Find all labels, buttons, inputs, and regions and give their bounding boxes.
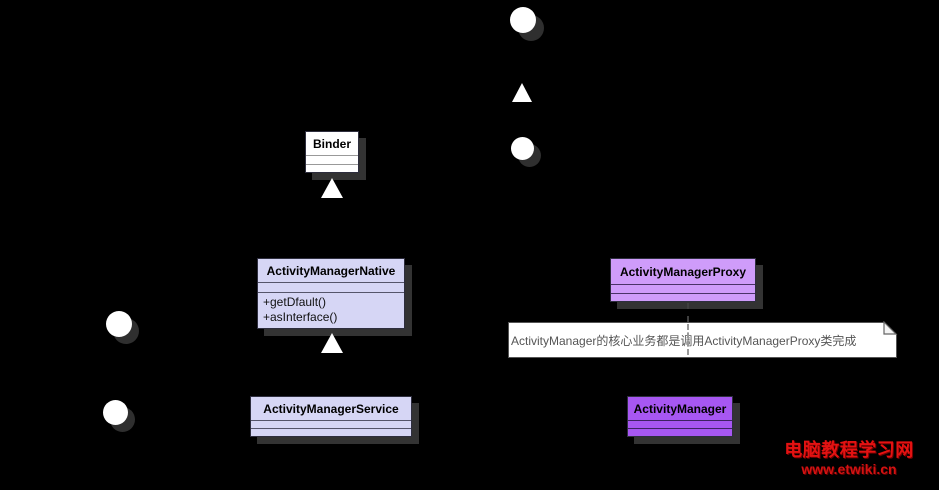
methods-compartment — [628, 429, 732, 436]
class-box-activity-manager-proxy: ActivityManagerProxy — [610, 258, 756, 302]
interface-lollipop-icon — [103, 400, 128, 425]
interface-lollipop-icon — [106, 311, 132, 337]
methods-compartment — [306, 165, 358, 172]
interface-lollipop-icon — [510, 7, 536, 33]
class-title: Binder — [312, 136, 351, 151]
class-title: ActivityManagerNative — [266, 263, 396, 278]
method-label: +asInterface() — [263, 310, 338, 324]
interface-lollipop-icon — [511, 137, 534, 160]
dashed-connector-line — [687, 303, 689, 322]
class-box-activity-manager-service: ActivityManagerService — [250, 396, 412, 437]
class-box-binder: Binder — [305, 131, 359, 173]
watermark-site-name: 电脑教程学习网 — [784, 440, 914, 460]
compartment-divider — [306, 155, 358, 156]
inheritance-arrow-icon — [512, 83, 532, 102]
dashed-connector-line — [687, 324, 689, 355]
methods-compartment — [251, 429, 411, 436]
uml-note: ActivityManager的核心业务都是调用ActivityManagerP… — [508, 322, 897, 358]
compartment-divider — [258, 282, 404, 283]
compartment-divider — [611, 293, 755, 294]
note-fold-corner-icon — [883, 321, 898, 335]
attributes-compartment — [251, 421, 411, 428]
class-title: ActivityManagerProxy — [619, 264, 747, 279]
attributes-compartment — [258, 283, 404, 292]
compartment-divider — [251, 428, 411, 429]
class-box-activity-manager: ActivityManager — [627, 396, 733, 437]
compartment-divider — [258, 292, 404, 293]
attributes-compartment — [306, 156, 358, 164]
attributes-compartment — [611, 285, 755, 293]
compartment-divider — [628, 428, 732, 429]
inheritance-arrow-icon — [321, 178, 343, 198]
watermark: 电脑教程学习网 www.etwiki.cn — [781, 440, 917, 477]
compartment-divider — [611, 284, 755, 285]
compartment-divider — [306, 164, 358, 165]
methods-compartment — [611, 294, 755, 301]
class-title: ActivityManagerService — [263, 401, 399, 416]
class-box-activity-manager-native: ActivityManagerNative +getDfault() +asIn… — [257, 258, 405, 329]
note-text: ActivityManager的核心业务都是调用ActivityManagerP… — [511, 333, 857, 348]
inheritance-arrow-icon — [321, 333, 343, 353]
compartment-divider — [628, 420, 732, 421]
methods-compartment: +getDfault() +asInterface() — [258, 293, 404, 328]
class-title: ActivityManager — [633, 401, 727, 416]
attributes-compartment — [628, 421, 732, 428]
compartment-divider — [251, 420, 411, 421]
watermark-url: www.etwiki.cn — [801, 460, 897, 477]
method-label: +getDfault() — [263, 295, 327, 309]
